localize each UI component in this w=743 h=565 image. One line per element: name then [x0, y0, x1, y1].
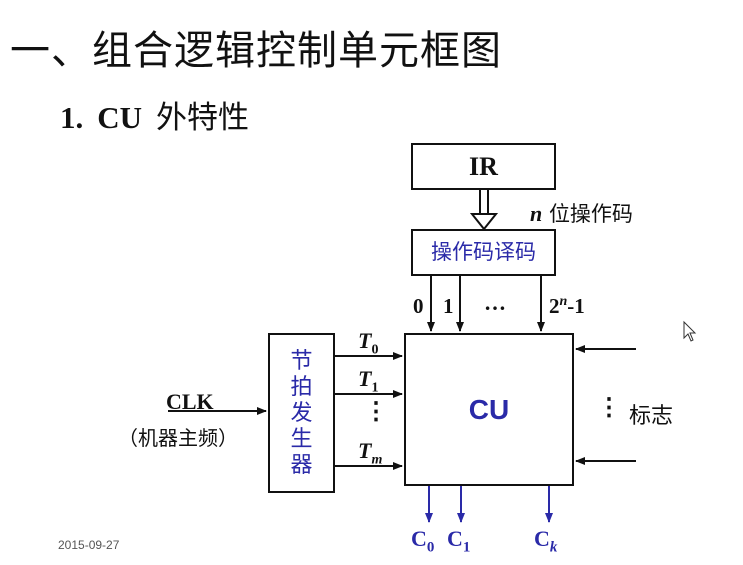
decoder-out-dots: … [484, 290, 506, 315]
decoder-out-last-suffix: -1 [567, 294, 585, 318]
decoder-out-last-base: 2 [549, 294, 560, 318]
decoder-out-0-label: 0 [413, 294, 424, 318]
decoder-out-1-label: 1 [443, 294, 454, 318]
n-symbol: n [530, 201, 543, 226]
timing-generator-box: 节 拍 发 生 器 [268, 333, 335, 493]
tm-label: Tm [358, 438, 383, 468]
clk-label: CLK [166, 389, 214, 414]
opcode-decoder-box: 操作码译码 [411, 229, 556, 276]
c0-label: C0 [411, 526, 435, 556]
decoder-out-last-label: 2n-1 [549, 294, 585, 319]
clk-description: （机器主频） [118, 426, 238, 450]
timing-char: 发 [290, 401, 313, 426]
opcode-bits-text: 位操作码 [548, 202, 633, 226]
c1-label: C1 [447, 526, 471, 556]
timing-char: 节 [290, 349, 313, 374]
timing-char: 拍 [290, 375, 313, 400]
ir-to-decoder-arrow [469, 190, 499, 231]
t1-label: T1 [358, 366, 379, 396]
t0-label: T0 [358, 328, 379, 358]
page-title: 一、组合逻辑控制单元框图 [10, 28, 502, 74]
flags-label: 标志 [629, 404, 674, 429]
t-vertical-dots: ⋮ [364, 399, 388, 425]
decoder-out-last-exp: n [559, 294, 568, 309]
timing-char: 器 [290, 453, 313, 478]
section-number: 1. [60, 100, 84, 135]
flags-vertical-dots: ⋮ [597, 395, 621, 421]
section-cu: CU [97, 100, 143, 135]
ir-register-box: IR [411, 143, 556, 190]
mouse-cursor-icon [683, 320, 697, 342]
section-text: 外特性 [156, 100, 250, 136]
slide-date: 2015-09-27 [58, 538, 120, 552]
opcode-bits-label: n 位操作码 [530, 198, 633, 228]
control-unit-box: CU [404, 333, 574, 486]
timing-char: 生 [290, 427, 313, 452]
section-heading: 1. CU 外特性 [60, 92, 249, 137]
ck-label: Ck [534, 526, 558, 556]
